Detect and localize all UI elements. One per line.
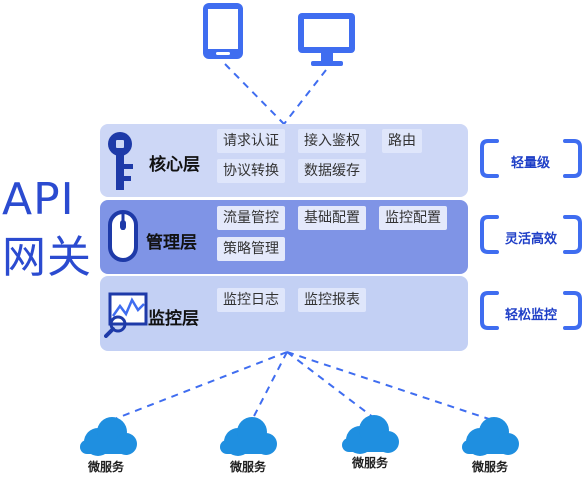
- chip-policy-management: 策略管理: [217, 237, 285, 261]
- cloud-icon: [462, 417, 519, 456]
- badge-flexible-efficient: 灵活高效: [502, 226, 561, 249]
- key-icon: [108, 132, 133, 190]
- cloud-icon: [80, 417, 137, 456]
- badge-easy-monitoring: 轻松监控: [502, 302, 561, 325]
- service-label: 微服务: [352, 456, 389, 470]
- service-label: 微服务: [230, 460, 267, 474]
- service-connectors: [111, 351, 493, 421]
- badge-bracket-icon: [480, 139, 582, 178]
- badge-bracket-icon: [480, 291, 582, 330]
- device-connectors: [224, 63, 327, 125]
- core-layer-name: 核心层: [149, 155, 200, 175]
- monitor-chart-icon: [104, 292, 148, 338]
- cloud-icon: [342, 415, 399, 454]
- chip-data-cache: 数据缓存: [298, 159, 366, 183]
- chip-basic-config: 基础配置: [298, 206, 366, 230]
- chip-request-auth: 请求认证: [217, 129, 285, 153]
- badge-lightweight: 轻量级: [508, 150, 554, 173]
- chip-access-authz: 接入鉴权: [298, 129, 366, 153]
- mouse-icon: [108, 210, 138, 262]
- chip-protocol-conversion: 协议转换: [217, 159, 285, 183]
- badge-brackets: [480, 139, 582, 330]
- management-layer-name: 管理层: [146, 233, 197, 253]
- management-layer: 管理层 流量管控 基础配置 监控配置 策略管理: [100, 200, 468, 274]
- title-api: API: [2, 174, 75, 225]
- microservice-cloud-icons: [80, 415, 519, 456]
- monitoring-layer-name: 监控层: [148, 309, 199, 329]
- chip-traffic-control: 流量管控: [217, 206, 285, 230]
- chip-monitor-logs: 监控日志: [217, 288, 285, 312]
- monitoring-layer: 监控层 监控日志 监控报表: [100, 276, 468, 351]
- badge-bracket-icon: [480, 215, 582, 254]
- chip-routing: 路由: [382, 129, 422, 153]
- cloud-icon: [220, 417, 277, 456]
- mobile-phone-icon: [203, 3, 243, 59]
- service-label: 微服务: [88, 460, 125, 474]
- desktop-monitor-icon: [298, 13, 355, 66]
- service-label: 微服务: [472, 460, 509, 474]
- core-layer: 核心层 请求认证 接入鉴权 路由 协议转换 数据缓存: [100, 124, 468, 197]
- chip-monitor-config: 监控配置: [379, 206, 447, 230]
- chip-monitor-reports: 监控报表: [298, 288, 366, 312]
- title-gateway: 网关: [2, 232, 92, 283]
